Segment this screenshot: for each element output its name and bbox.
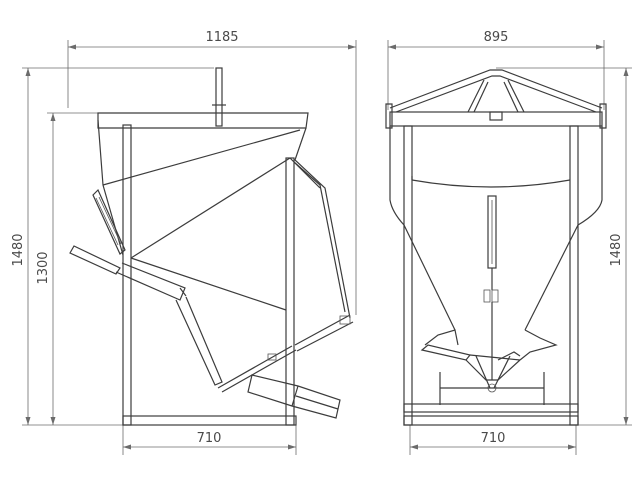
dim-label-710-left: 710 xyxy=(197,431,222,446)
dim-label-710-right: 710 xyxy=(481,431,506,446)
dim-right-1480: 1480 xyxy=(496,67,632,426)
dim-left-1480: 1480 xyxy=(11,67,214,426)
top-rim-front xyxy=(389,111,603,127)
dim-bottom-right: 710 xyxy=(409,425,577,455)
linkage xyxy=(217,314,354,393)
top-rim xyxy=(97,112,309,129)
dim-top-left: 1185 xyxy=(67,30,357,315)
lever-handle xyxy=(69,245,223,386)
side-view: 1185 1480 1300 710 xyxy=(11,30,357,455)
base-frame-front xyxy=(403,372,579,426)
discharge-chute xyxy=(247,374,341,419)
dim-bottom-left: 710 xyxy=(122,425,297,455)
front-view: 895 1480 710 xyxy=(385,30,632,455)
dim-top-right: 895 xyxy=(387,30,605,110)
dim-label-1480-right: 1480 xyxy=(609,233,624,266)
dim-left-1300: 1300 xyxy=(36,112,98,425)
central-spring xyxy=(483,195,499,380)
dim-label-1300: 1300 xyxy=(36,251,51,284)
frame-base xyxy=(122,415,297,426)
dim-label-895: 895 xyxy=(484,30,509,45)
hopper-front xyxy=(389,126,603,331)
lifting-bow xyxy=(385,69,607,129)
front-post-left xyxy=(403,125,413,426)
dim-label-1185: 1185 xyxy=(205,30,238,45)
front-post-right xyxy=(569,125,579,426)
spring-strut-left xyxy=(92,188,126,255)
dim-label-1480-left: 1480 xyxy=(11,233,26,266)
hopper-body xyxy=(97,119,351,319)
discharge-gate xyxy=(420,329,558,393)
lifting-eye xyxy=(212,67,226,127)
